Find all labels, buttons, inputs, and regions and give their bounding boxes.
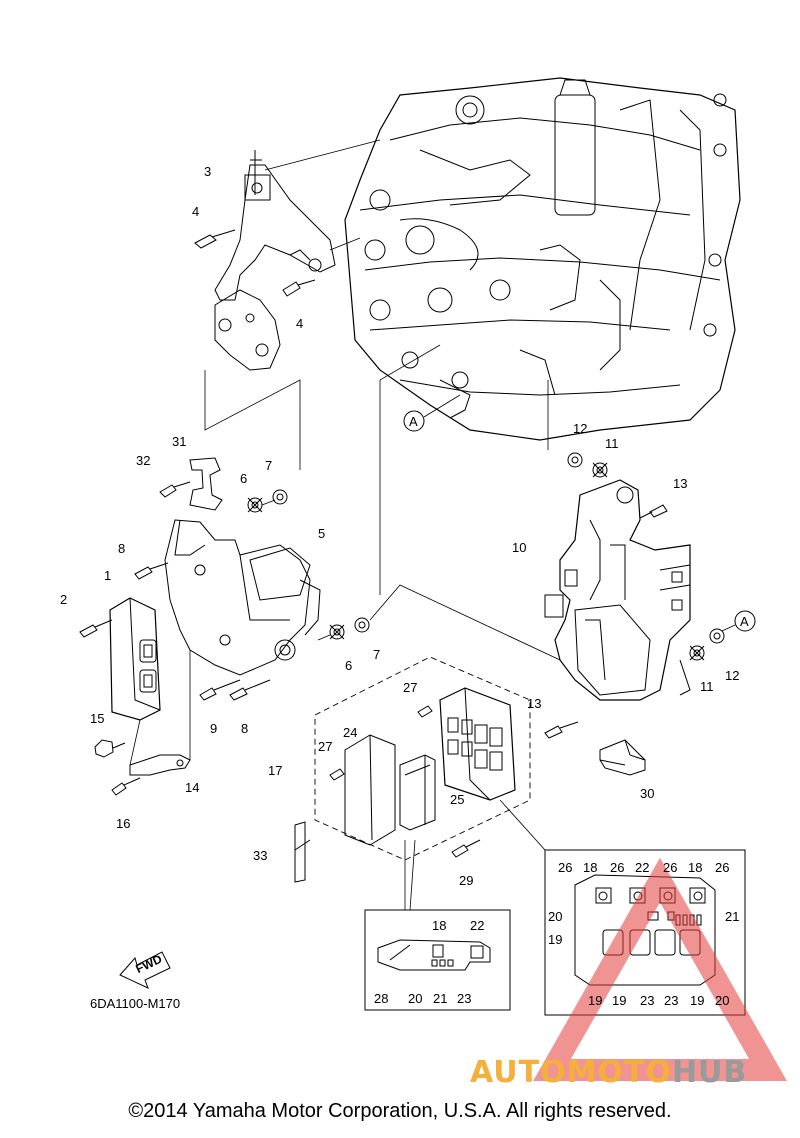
callout-7: 7 bbox=[265, 458, 272, 473]
callout-6: 6 bbox=[345, 658, 352, 673]
callout-12: 12 bbox=[573, 421, 587, 436]
callout-2: 2 bbox=[60, 592, 67, 607]
junction-box bbox=[439, 687, 516, 801]
callout-8: 8 bbox=[118, 541, 125, 556]
clip-31 bbox=[189, 457, 223, 511]
inset2-callout-20: 20 bbox=[548, 909, 562, 924]
inset2-callout-26: 26 bbox=[558, 860, 572, 875]
watermark-moto: MOTO bbox=[566, 1055, 672, 1090]
callout-27: 27 bbox=[318, 739, 332, 754]
watermark-auto: AUTO bbox=[470, 1055, 567, 1090]
inset-callout-28: 28 bbox=[374, 991, 388, 1006]
callout-3: 3 bbox=[204, 164, 211, 179]
inset2-callout-18: 18 bbox=[688, 860, 702, 875]
callout-32: 32 bbox=[136, 453, 150, 468]
callout-4: 4 bbox=[296, 316, 303, 331]
callouts: 3 4 4 31 32 6 7 5 8 1 2 6 7 9 8 15 14 16… bbox=[60, 164, 739, 1008]
inset-callout-22: 22 bbox=[470, 918, 484, 933]
inset2-callout-19: 19 bbox=[588, 993, 602, 1008]
callout-5: 5 bbox=[318, 526, 325, 541]
callout-27: 27 bbox=[403, 680, 417, 695]
inset-callout-23: 23 bbox=[457, 991, 471, 1006]
callout-33: 33 bbox=[253, 848, 267, 863]
inset-callout-21: 21 bbox=[433, 991, 447, 1006]
callout-6: 6 bbox=[240, 471, 247, 486]
inset2-callout-19: 19 bbox=[690, 993, 704, 1008]
callout-16: 16 bbox=[116, 816, 130, 831]
callout-8: 8 bbox=[241, 721, 248, 736]
callout-12: 12 bbox=[725, 668, 739, 683]
upper-bracket bbox=[214, 150, 336, 371]
inset2-callout-26: 26 bbox=[715, 860, 729, 875]
copyright-notice: ©2014 Yamaha Motor Corporation, U.S.A. A… bbox=[128, 1100, 672, 1122]
watermark-triangle bbox=[533, 857, 787, 1081]
callout-7: 7 bbox=[373, 647, 380, 662]
callout-9: 9 bbox=[210, 721, 217, 736]
callout-4: 4 bbox=[192, 204, 199, 219]
inset2-callout-21: 21 bbox=[725, 909, 739, 924]
engine-block bbox=[344, 77, 741, 441]
bolt-4-upper bbox=[194, 229, 316, 297]
inset2-callout-22: 22 bbox=[635, 860, 649, 875]
callout-25: 25 bbox=[450, 792, 464, 807]
inset2-callout-26: 26 bbox=[610, 860, 624, 875]
inset2-callout-20: 20 bbox=[715, 993, 729, 1008]
callout-1: 1 bbox=[104, 568, 111, 583]
inset2-callout-26: 26 bbox=[663, 860, 677, 875]
part-code: 6DA1100-M170 bbox=[90, 996, 180, 1011]
bracket-10 bbox=[544, 479, 691, 701]
inset2-callout-19: 19 bbox=[612, 993, 626, 1008]
watermark-logo: AUTOMOTOHUB bbox=[470, 1055, 747, 1090]
inset2-callout-23: 23 bbox=[640, 993, 654, 1008]
inset2-callout-18: 18 bbox=[583, 860, 597, 875]
callout-29: 29 bbox=[459, 873, 473, 888]
callout-11: 11 bbox=[605, 436, 619, 451]
watermark-hub: HUB bbox=[671, 1055, 748, 1090]
callout-11: 11 bbox=[700, 679, 714, 694]
inset-callout-18: 18 bbox=[432, 918, 446, 933]
ecu-unit bbox=[109, 597, 161, 721]
inset2-callout-23: 23 bbox=[664, 993, 678, 1008]
ref-marker-a-right: A bbox=[740, 614, 749, 629]
ecu-bracket bbox=[164, 519, 321, 676]
callout-14: 14 bbox=[185, 780, 199, 795]
inset2-callout-19: 19 bbox=[548, 932, 562, 947]
callout-10: 10 bbox=[512, 540, 526, 555]
clip-14 bbox=[129, 754, 191, 776]
callout-30: 30 bbox=[640, 786, 654, 801]
inset-callout-20: 20 bbox=[408, 991, 422, 1006]
callout-15: 15 bbox=[90, 711, 104, 726]
ref-marker-a-left: A bbox=[409, 414, 418, 429]
callout-13: 13 bbox=[673, 476, 687, 491]
callout-24: 24 bbox=[343, 725, 357, 740]
callout-31: 31 bbox=[172, 434, 186, 449]
callout-13: 13 bbox=[527, 696, 541, 711]
callout-17: 17 bbox=[268, 763, 282, 778]
fwd-arrow: FWD bbox=[119, 951, 171, 989]
